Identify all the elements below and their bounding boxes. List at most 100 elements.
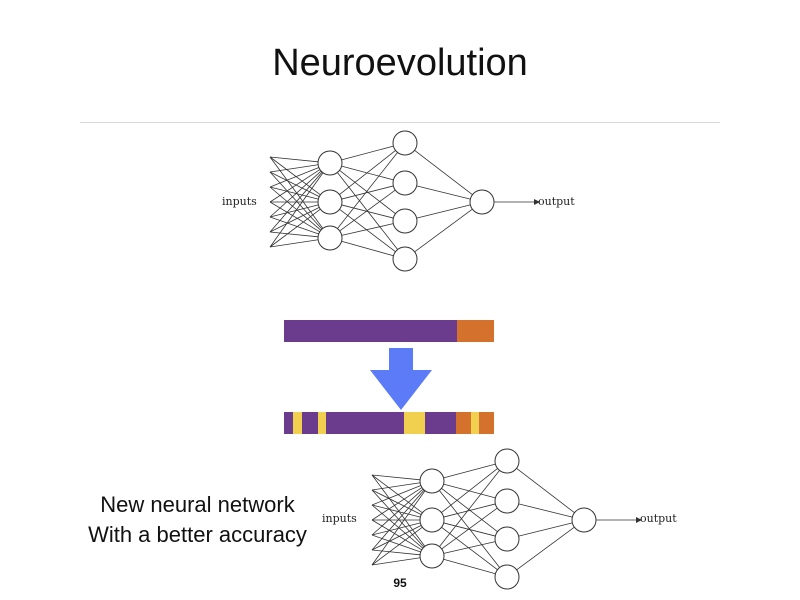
inputs-label: inputs bbox=[222, 195, 257, 208]
output-label: output bbox=[538, 195, 575, 208]
neuron-node bbox=[317, 189, 343, 215]
genome-bar-before bbox=[284, 320, 494, 342]
connection-edge bbox=[269, 186, 322, 231]
connection-edge bbox=[518, 503, 573, 518]
connection-edge bbox=[439, 470, 500, 547]
genome-segment bbox=[403, 412, 425, 434]
connection-edge bbox=[443, 558, 496, 575]
connection-edge bbox=[269, 169, 321, 203]
connection-edge bbox=[269, 231, 319, 238]
connection-edge bbox=[441, 507, 498, 550]
connection-edge bbox=[269, 170, 322, 218]
genome-segment bbox=[456, 412, 471, 434]
caption: New neural network With a better accurac… bbox=[60, 490, 335, 550]
neuron-node bbox=[392, 208, 418, 234]
connection-edge bbox=[269, 208, 321, 248]
connection-edge bbox=[414, 208, 473, 253]
connection-edge bbox=[269, 164, 319, 173]
caption-line-2: With a better accuracy bbox=[88, 522, 307, 547]
genome-segment bbox=[301, 412, 318, 434]
neuron-node bbox=[392, 246, 418, 272]
connection-edge bbox=[371, 487, 423, 521]
genome-segment bbox=[457, 320, 494, 342]
connection-edge bbox=[371, 525, 422, 551]
genome-segment bbox=[424, 412, 457, 434]
connection-edge bbox=[441, 488, 498, 532]
connection-edge bbox=[269, 167, 320, 188]
connection-edge bbox=[269, 186, 319, 200]
neuron-node bbox=[469, 189, 495, 215]
connection-edge bbox=[371, 504, 421, 518]
connection-edge bbox=[269, 216, 319, 235]
output-arrowhead bbox=[534, 199, 540, 205]
connection-edge bbox=[269, 207, 320, 233]
neuron-node bbox=[494, 564, 520, 590]
neuron-node bbox=[317, 150, 343, 176]
neuron-node bbox=[494, 488, 520, 514]
connection-edge bbox=[371, 504, 424, 549]
connection-edge bbox=[516, 526, 575, 571]
connection-edge bbox=[371, 488, 424, 536]
genome-bar-after bbox=[284, 412, 494, 434]
neuron-node bbox=[392, 170, 418, 196]
neuron-node bbox=[317, 225, 343, 251]
neuron-node bbox=[419, 543, 445, 569]
connection-edge bbox=[371, 526, 423, 566]
connection-edge bbox=[269, 171, 323, 233]
genome-segment bbox=[470, 412, 480, 434]
connection-edge bbox=[371, 519, 422, 551]
down-arrow-icon bbox=[370, 348, 432, 410]
genome-segment bbox=[284, 320, 458, 342]
connection-edge bbox=[371, 549, 421, 556]
slide-title: Neuroevolution bbox=[272, 42, 528, 84]
connection-edge bbox=[371, 482, 421, 491]
connection-edge bbox=[518, 522, 573, 537]
connection-edge bbox=[371, 485, 422, 506]
connection-edge bbox=[269, 156, 319, 163]
genome-segment bbox=[479, 412, 494, 434]
connection-edge bbox=[269, 171, 323, 230]
connection-edge bbox=[269, 172, 324, 248]
connection-edge bbox=[414, 149, 473, 196]
connection-edge bbox=[337, 172, 398, 250]
connection-edge bbox=[443, 541, 496, 554]
connection-edge bbox=[516, 467, 575, 514]
connection-edge bbox=[341, 223, 394, 236]
connection-edge bbox=[443, 522, 496, 537]
inputs-label: inputs bbox=[322, 512, 357, 525]
neuron-node bbox=[494, 526, 520, 552]
connection-edge bbox=[371, 557, 421, 566]
neuron-node bbox=[571, 507, 597, 533]
connection-edge bbox=[337, 152, 398, 229]
connection-edge bbox=[441, 526, 498, 571]
connection-edge bbox=[269, 201, 320, 233]
connection-edge bbox=[439, 490, 500, 568]
connection-edge bbox=[371, 489, 425, 548]
connection-edge bbox=[269, 204, 319, 218]
connection-edge bbox=[269, 171, 320, 197]
connection-edge bbox=[269, 239, 319, 248]
genome-segment bbox=[293, 412, 302, 434]
connection-edge bbox=[339, 189, 396, 232]
neuron-node bbox=[419, 468, 445, 494]
connection-edge bbox=[339, 170, 396, 214]
genome-segment bbox=[284, 412, 294, 434]
connection-edge bbox=[371, 489, 425, 551]
neuron-node bbox=[494, 448, 520, 474]
connection-edge bbox=[339, 208, 396, 253]
title-divider bbox=[80, 122, 720, 123]
connection-edge bbox=[371, 474, 421, 481]
connection-edge bbox=[341, 204, 394, 219]
connection-edge bbox=[371, 522, 421, 536]
connection-edge bbox=[443, 463, 496, 479]
connection-edge bbox=[341, 185, 394, 200]
connection-edge bbox=[371, 534, 421, 553]
neuron-node bbox=[419, 507, 445, 533]
output-arrowhead bbox=[636, 517, 642, 523]
genome-segment bbox=[317, 412, 326, 434]
caption-line-1: New neural network bbox=[100, 492, 295, 517]
connection-edge bbox=[416, 185, 471, 200]
output-label: output bbox=[640, 512, 677, 525]
connection-edge bbox=[341, 240, 394, 257]
